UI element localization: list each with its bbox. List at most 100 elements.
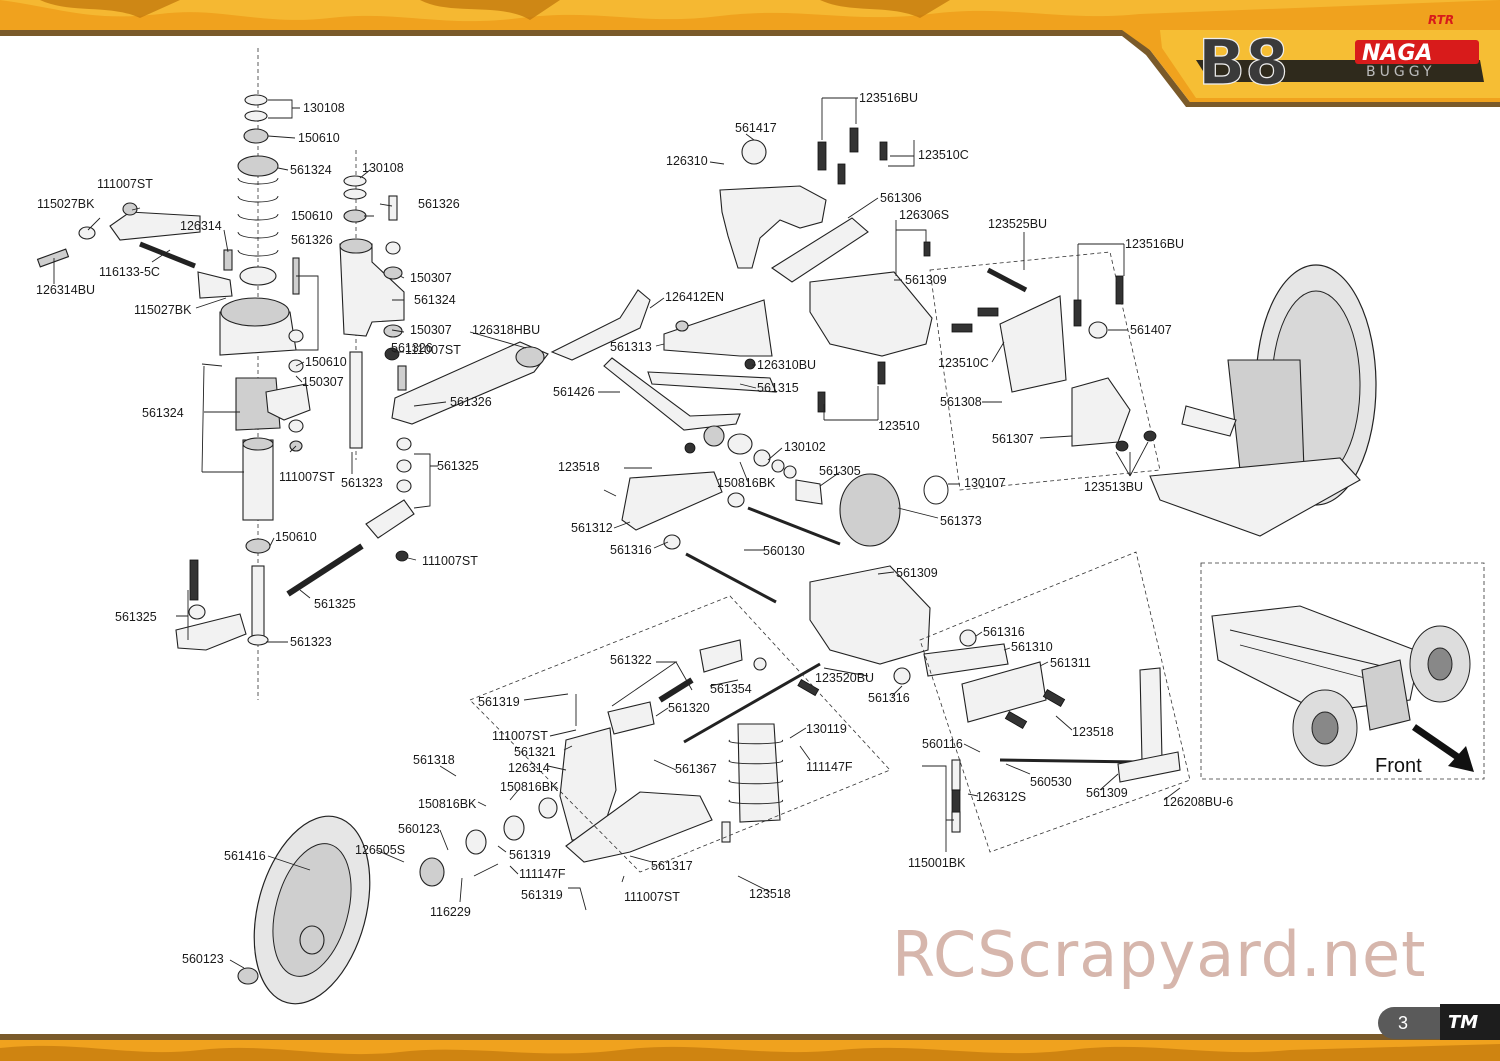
part-label: 123513BU — [1084, 480, 1143, 494]
part-label: 111147F — [806, 760, 853, 774]
part-label: 111007ST — [624, 890, 680, 904]
part-label: 111007ST — [97, 177, 153, 191]
part-label: 115001BK — [908, 856, 966, 870]
part-label: 150307 — [410, 323, 452, 337]
part-label: 561325 — [115, 610, 157, 624]
part-label: 560116 — [922, 737, 963, 751]
part-label: 150816BK — [418, 797, 477, 811]
watermark: RCScrapyard.net — [892, 918, 1427, 991]
part-label: 561324 — [290, 163, 332, 177]
part-label: 561309 — [896, 566, 938, 580]
part-label: 561320 — [668, 701, 710, 715]
front-arm-and-wheel — [237, 639, 1181, 1005]
part-label: 150610 — [291, 209, 333, 223]
logo-type: BUGGY — [1366, 64, 1435, 80]
part-label: 123510C — [938, 356, 989, 370]
part-label: 561317 — [651, 859, 693, 873]
part-label: 561324 — [142, 406, 184, 420]
part-label: 123510C — [918, 148, 969, 162]
part-label: 561322 — [610, 653, 652, 667]
page-number: 3 — [1378, 1007, 1440, 1039]
part-label: 126312S — [976, 790, 1026, 804]
dashed-guides — [469, 251, 1191, 873]
part-label: 561407 — [1130, 323, 1172, 337]
part-label: 111007ST — [279, 470, 335, 484]
part-label: 111007ST — [422, 554, 478, 568]
part-label: 126318HBU — [472, 323, 540, 337]
part-number-labels: 130108 150610 561324 111007ST 115027BK 1… — [36, 91, 1233, 966]
logo-main: B8 — [1198, 26, 1288, 99]
part-label: 561305 — [819, 464, 861, 478]
part-label: 130102 — [784, 440, 826, 454]
part-label: 560123 — [398, 822, 440, 836]
front-label: Front — [1375, 755, 1422, 777]
inset-front-view: Front — [1200, 562, 1485, 780]
part-label: 123516BU — [1125, 237, 1184, 251]
part-label: 123510 — [878, 419, 920, 433]
part-label: 561319 — [521, 888, 563, 902]
part-label: 126306S — [899, 208, 949, 222]
part-label: 561308 — [940, 395, 982, 409]
part-label: 150816BK — [500, 780, 559, 794]
part-label: 561426 — [553, 385, 595, 399]
part-label: 561319 — [509, 848, 551, 862]
part-label: 126314BU — [36, 283, 95, 297]
front-upper-linkage — [175, 150, 651, 651]
part-label: 561312 — [571, 521, 613, 535]
part-label: 126505S — [355, 843, 405, 857]
footer-logo: TM — [1448, 1012, 1478, 1033]
part-label: 561323 — [341, 476, 383, 490]
part-label: 561318 — [413, 753, 455, 767]
part-label: 115027BK — [37, 197, 95, 211]
part-label: 111007ST — [405, 343, 461, 357]
part-label: 561326 — [450, 395, 492, 409]
part-label: 150610 — [305, 355, 347, 369]
part-label: 130108 — [303, 101, 345, 115]
part-label: 150610 — [298, 131, 340, 145]
part-label: 561310 — [1011, 640, 1053, 654]
logo-badge: RTR — [1428, 13, 1454, 27]
part-label: 560530 — [1030, 775, 1072, 789]
part-label: 111007ST — [492, 729, 548, 743]
part-label: 150307 — [410, 271, 452, 285]
part-label: 123520BU — [815, 671, 874, 685]
leader-lines — [53, 97, 1181, 969]
part-label: 561373 — [940, 514, 982, 528]
rear-bulkhead-and-wheel — [951, 264, 1377, 537]
part-label: 130107 — [964, 476, 1006, 490]
part-label: 126412EN — [665, 290, 724, 304]
part-label: 561319 — [478, 695, 520, 709]
part-label: 150610 — [275, 530, 317, 544]
footer-banner: TM — [0, 1004, 1500, 1061]
part-label: 561316 — [610, 543, 652, 557]
part-label: 123518 — [749, 887, 791, 901]
part-label: 123525BU — [988, 217, 1047, 231]
part-label: 123518 — [558, 460, 600, 474]
part-label: 561307 — [992, 432, 1034, 446]
part-label: 111147F — [519, 867, 566, 881]
part-label: 123516BU — [859, 91, 918, 105]
part-label: 561316 — [983, 625, 1025, 639]
part-label: 560123 — [182, 952, 224, 966]
part-label: 561354 — [710, 682, 752, 696]
part-label: 561321 — [514, 745, 556, 759]
part-label: 561417 — [735, 121, 777, 135]
part-label: 123518 — [1072, 725, 1114, 739]
part-label: 561324 — [414, 293, 456, 307]
center-differential-parts — [621, 433, 1066, 730]
part-label: 560130 — [763, 544, 805, 558]
part-label: 126208BU-6 — [1163, 795, 1233, 809]
front-shock-assembly — [36, 48, 311, 700]
part-label: 561326 — [391, 341, 433, 355]
part-label: 561416 — [224, 849, 266, 863]
part-label: 150816BK — [717, 476, 776, 490]
part-label: 561325 — [437, 459, 479, 473]
part-label: 115027BK — [134, 303, 192, 317]
part-label: 130108 — [362, 161, 404, 175]
part-label: 561326 — [291, 233, 333, 247]
part-label: 561315 — [757, 381, 799, 395]
part-label: 130119 — [806, 722, 847, 736]
part-label: 561316 — [868, 691, 910, 705]
part-label: 561325 — [314, 597, 356, 611]
